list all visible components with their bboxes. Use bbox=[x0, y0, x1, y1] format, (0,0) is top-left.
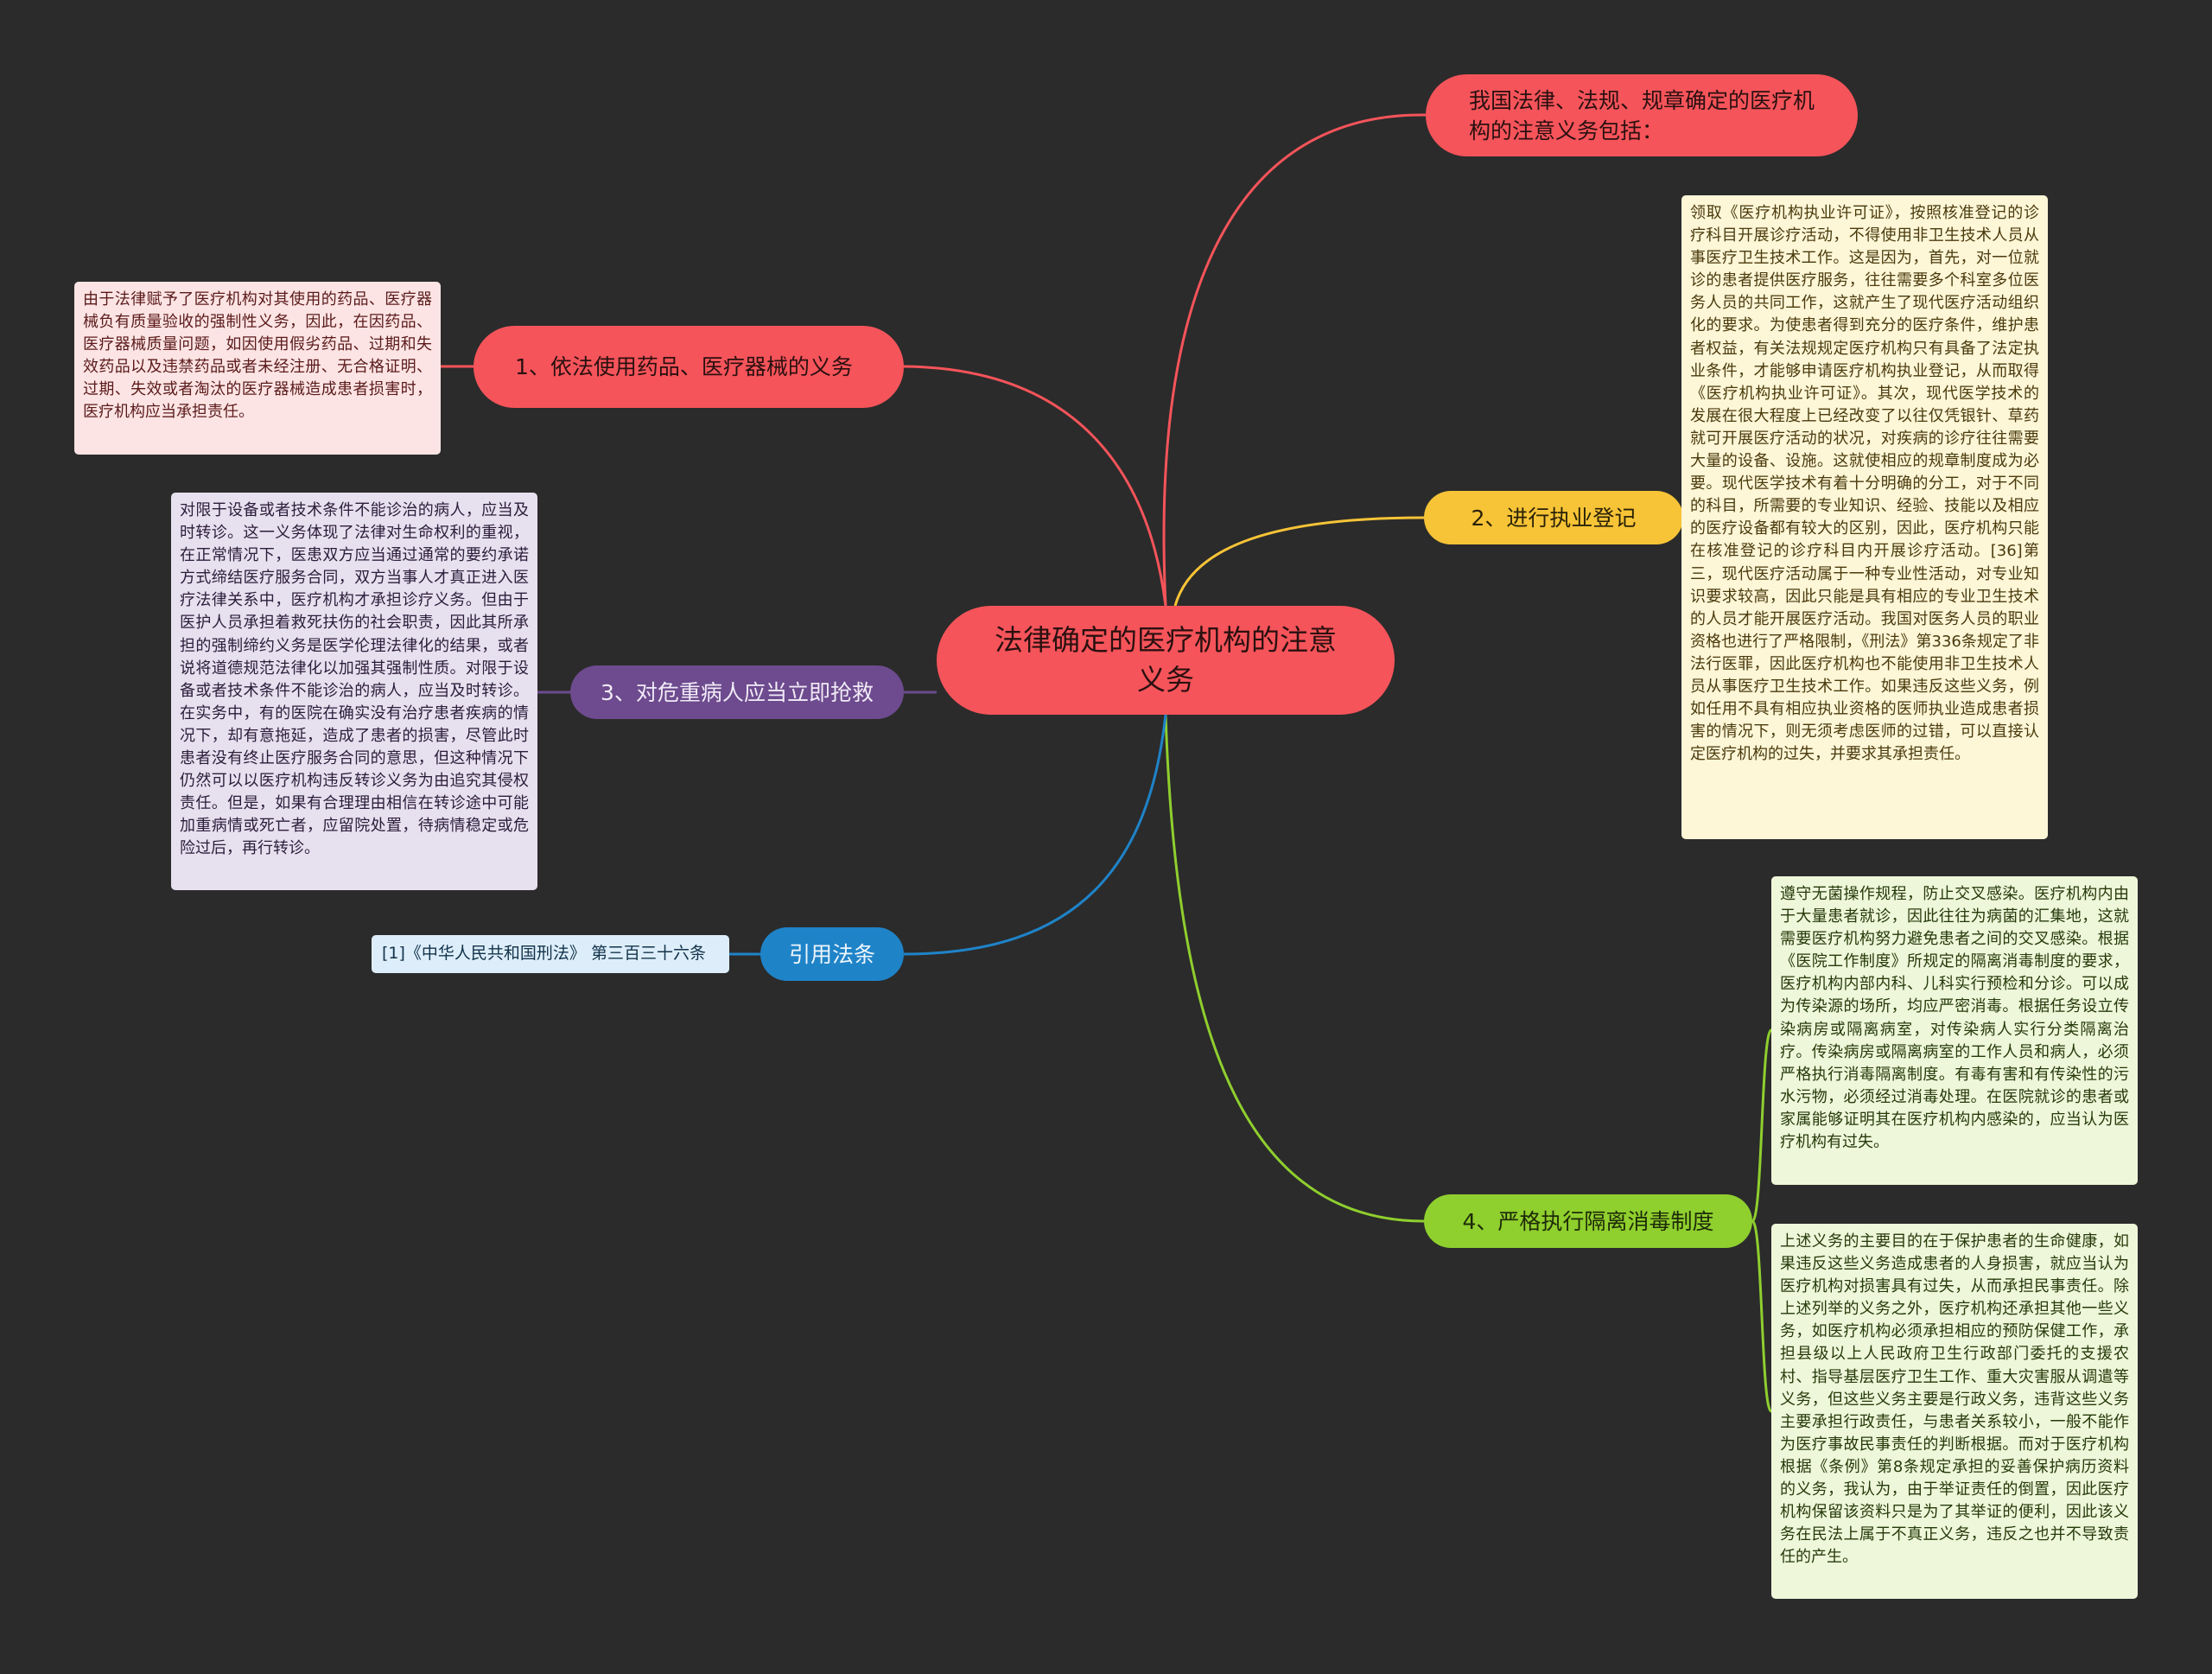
leaf-cited-law[interactable]: [1]《中华人民共和国刑法》 第三百三十六条 bbox=[372, 935, 729, 973]
center-topic[interactable]: 法律确定的医疗机构的注意义务 bbox=[937, 606, 1395, 715]
center-topic-label: 法律确定的医疗机构的注意义务 bbox=[995, 622, 1337, 697]
branch-emergency-rescue[interactable]: 3、对危重病人应当立即抢救 bbox=[570, 665, 904, 719]
branch-drug-device-duty[interactable]: 1、依法使用药品、医疗器械的义务 bbox=[474, 326, 904, 408]
branch-label: 1、依法使用药品、医疗器械的义务 bbox=[515, 354, 853, 379]
link-b4-leaf-b bbox=[1751, 1219, 1773, 1413]
branch-label: 4、严格执行隔离消毒制度 bbox=[1462, 1208, 1714, 1234]
branch-label: 2、进行执业登记 bbox=[1471, 505, 1637, 531]
link-center-b2 bbox=[1173, 516, 1425, 607]
leaf-isolation-disinfection-b[interactable]: 上述义务的主要目的在于保护患者的生命健康，如果违反这些义务造成患者的人身损害，就… bbox=[1771, 1224, 2138, 1599]
leaf-text: 由于法律赋予了医疗机构对其使用的药品、医疗器械负有质量验收的强制性义务，因此，在… bbox=[83, 290, 432, 422]
branch-cited-law[interactable]: 引用法条 bbox=[760, 927, 904, 981]
branch-registration[interactable]: 2、进行执业登记 bbox=[1424, 491, 1683, 544]
leaf-drug-device-duty[interactable]: 由于法律赋予了医疗机构对其使用的药品、医疗器械负有质量验收的强制性义务，因此，在… bbox=[74, 282, 441, 455]
leaf-isolation-disinfection-a[interactable]: 遵守无菌操作规程，防止交叉感染。医疗机构内由于大量患者就诊，因此往往为病菌的汇集… bbox=[1771, 876, 2138, 1185]
link-center-intro bbox=[1162, 113, 1427, 607]
leaf-text: 上述义务的主要目的在于保护患者的生命健康，如果违反这些义务造成患者的人身损害，就… bbox=[1780, 1232, 2129, 1567]
intro-topic[interactable]: 我国法律、法规、规章确定的医疗机构的注意义务包括： bbox=[1426, 74, 1858, 156]
link-center-b4 bbox=[1164, 714, 1425, 1223]
link-center-b5 bbox=[903, 714, 1167, 956]
branch-isolation-disinfection[interactable]: 4、严格执行隔离消毒制度 bbox=[1424, 1194, 1752, 1248]
leaf-emergency-rescue[interactable]: 对限于设备或者技术条件不能诊治的病人，应当及时转诊。这一义务体现了法律对生命权利… bbox=[171, 493, 537, 890]
leaf-registration[interactable]: 领取《医疗机构执业许可证》，按照核准登记的诊疗科目开展诊疗活动，不得使用非卫生技… bbox=[1681, 195, 2048, 839]
link-center-b1 bbox=[903, 365, 1167, 607]
branch-label: 3、对危重病人应当立即抢救 bbox=[601, 679, 874, 705]
leaf-text: [1]《中华人民共和国刑法》 第三百三十六条 bbox=[382, 944, 706, 964]
leaf-text: 遵守无菌操作规程，防止交叉感染。医疗机构内由于大量患者就诊，因此往往为病菌的汇集… bbox=[1780, 885, 2129, 1152]
branch-label: 引用法条 bbox=[788, 941, 875, 967]
intro-topic-label: 我国法律、法规、规章确定的医疗机构的注意义务包括： bbox=[1469, 87, 1815, 143]
link-b4-leaf-a bbox=[1751, 1028, 1773, 1223]
leaf-text: 领取《医疗机构执业许可证》，按照核准登记的诊疗科目开展诊疗活动，不得使用非卫生技… bbox=[1690, 204, 2039, 764]
leaf-text: 对限于设备或者技术条件不能诊治的病人，应当及时转诊。这一义务体现了法律对生命权利… bbox=[180, 501, 529, 858]
